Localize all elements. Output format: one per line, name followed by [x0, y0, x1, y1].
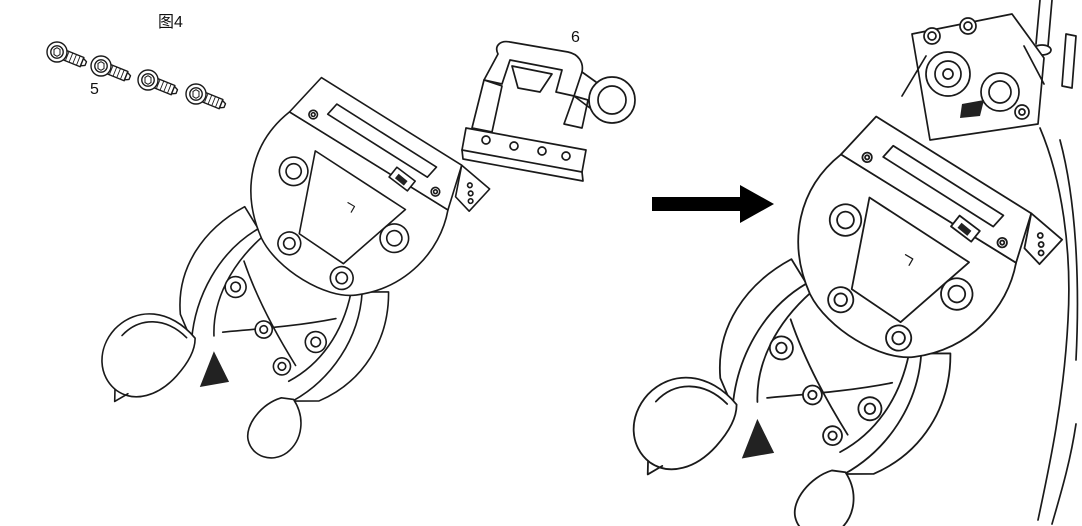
screw-icon: [90, 55, 133, 83]
screw-icon: [185, 83, 228, 111]
figure-title: 图4: [158, 14, 183, 31]
callout-label-5: 5: [90, 81, 99, 98]
screw-icon: [137, 69, 180, 97]
screw-icon: [46, 41, 89, 69]
assembly-arrow-icon: [652, 185, 774, 223]
gripper-left-drawing: [81, 49, 497, 512]
gripper-right-drawing: [611, 85, 1070, 526]
bracket-part-drawing: [461, 40, 636, 182]
robot-arm-drawing: [901, 0, 1079, 525]
callout-label-6: 6: [571, 29, 580, 46]
screws-group: [46, 41, 228, 111]
